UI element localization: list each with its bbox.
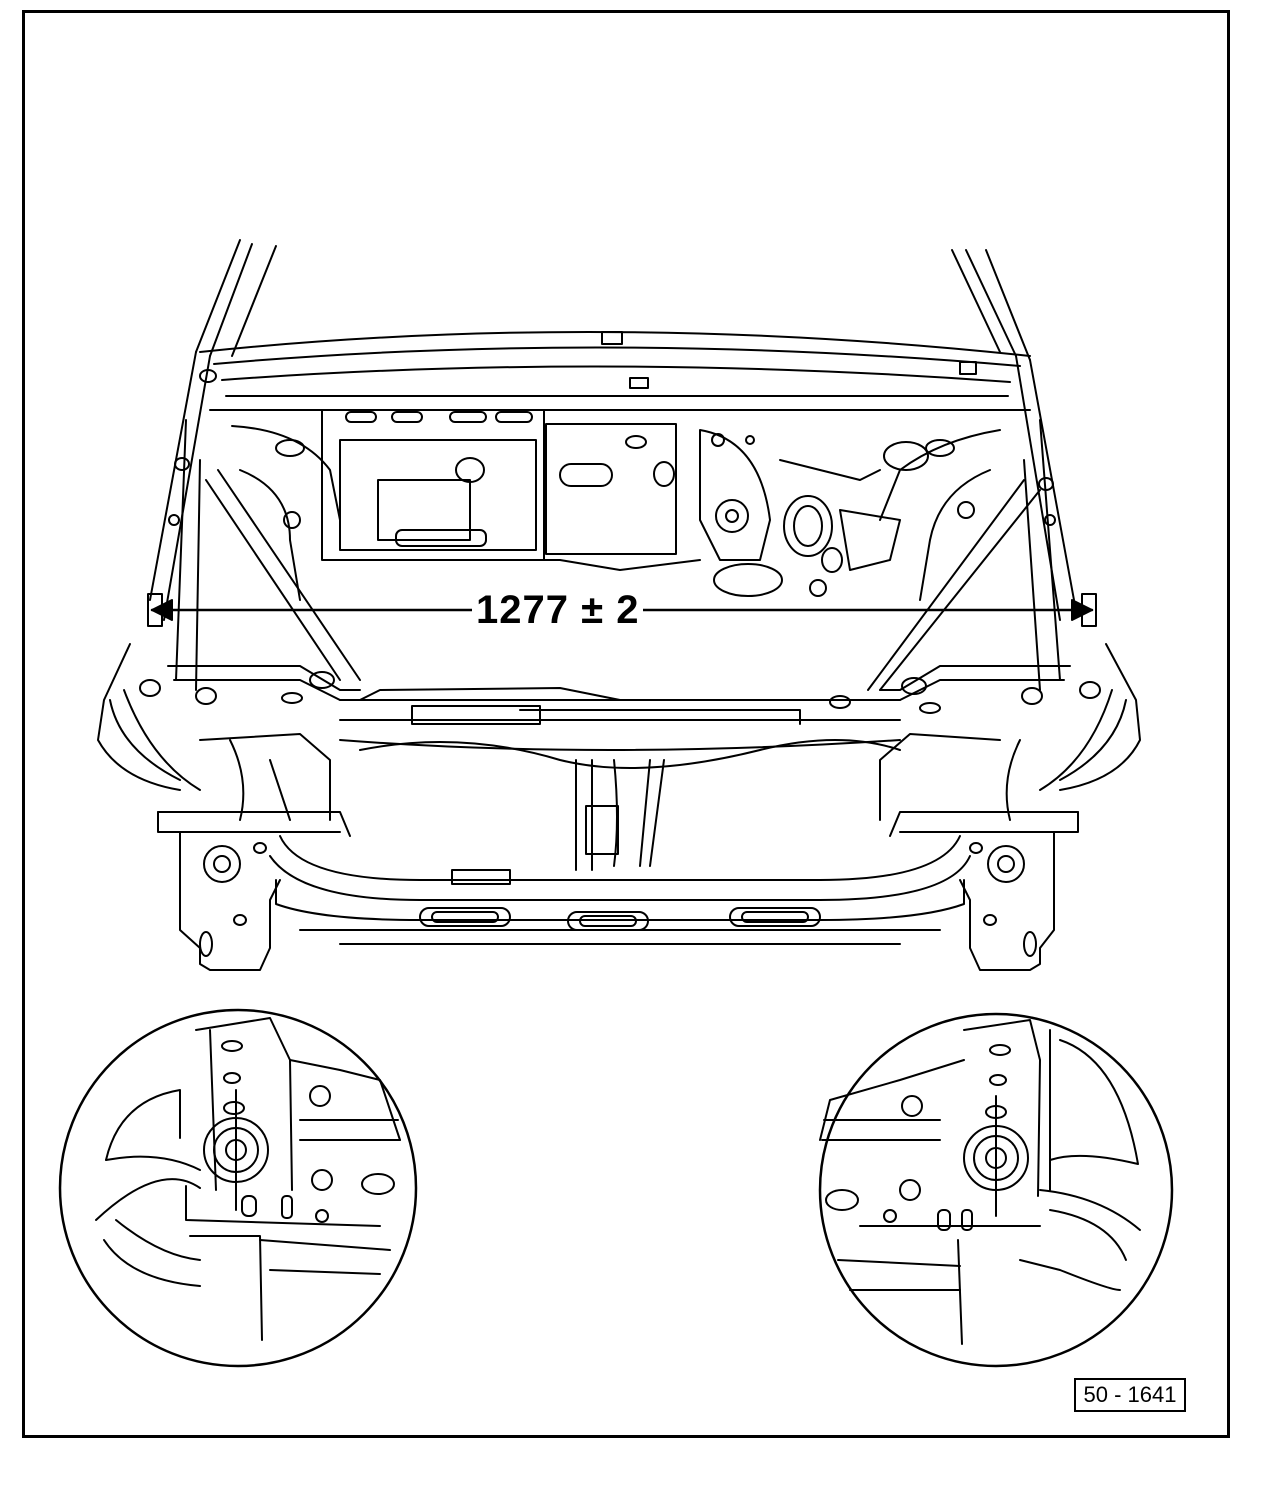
right-a-pillar bbox=[952, 250, 1030, 360]
figure-frame bbox=[22, 10, 1230, 1438]
upper-cross-member bbox=[340, 688, 900, 768]
left-a-pillar bbox=[196, 240, 276, 356]
dimension-symbol: ± bbox=[581, 588, 605, 632]
figure-number: 50 - 1641 bbox=[1074, 1378, 1186, 1412]
right-frame-rail-end bbox=[960, 832, 1054, 970]
left-detail-circle bbox=[60, 1010, 416, 1366]
right-fender-apron bbox=[868, 356, 1074, 690]
right-detail-circle bbox=[820, 1014, 1172, 1366]
left-fender-apron bbox=[150, 352, 360, 690]
cowl-panel bbox=[200, 332, 1030, 410]
dimension-label: 1277 ± 2 bbox=[472, 588, 644, 632]
dimension-value: 1277 bbox=[476, 588, 569, 632]
lower-cross-member bbox=[158, 760, 1078, 944]
dimension-tolerance: 2 bbox=[616, 588, 640, 632]
right-wheel-housing bbox=[880, 644, 1140, 820]
left-frame-rail-end bbox=[180, 832, 280, 970]
bulkhead bbox=[322, 410, 928, 596]
left-wheel-housing bbox=[98, 644, 360, 820]
